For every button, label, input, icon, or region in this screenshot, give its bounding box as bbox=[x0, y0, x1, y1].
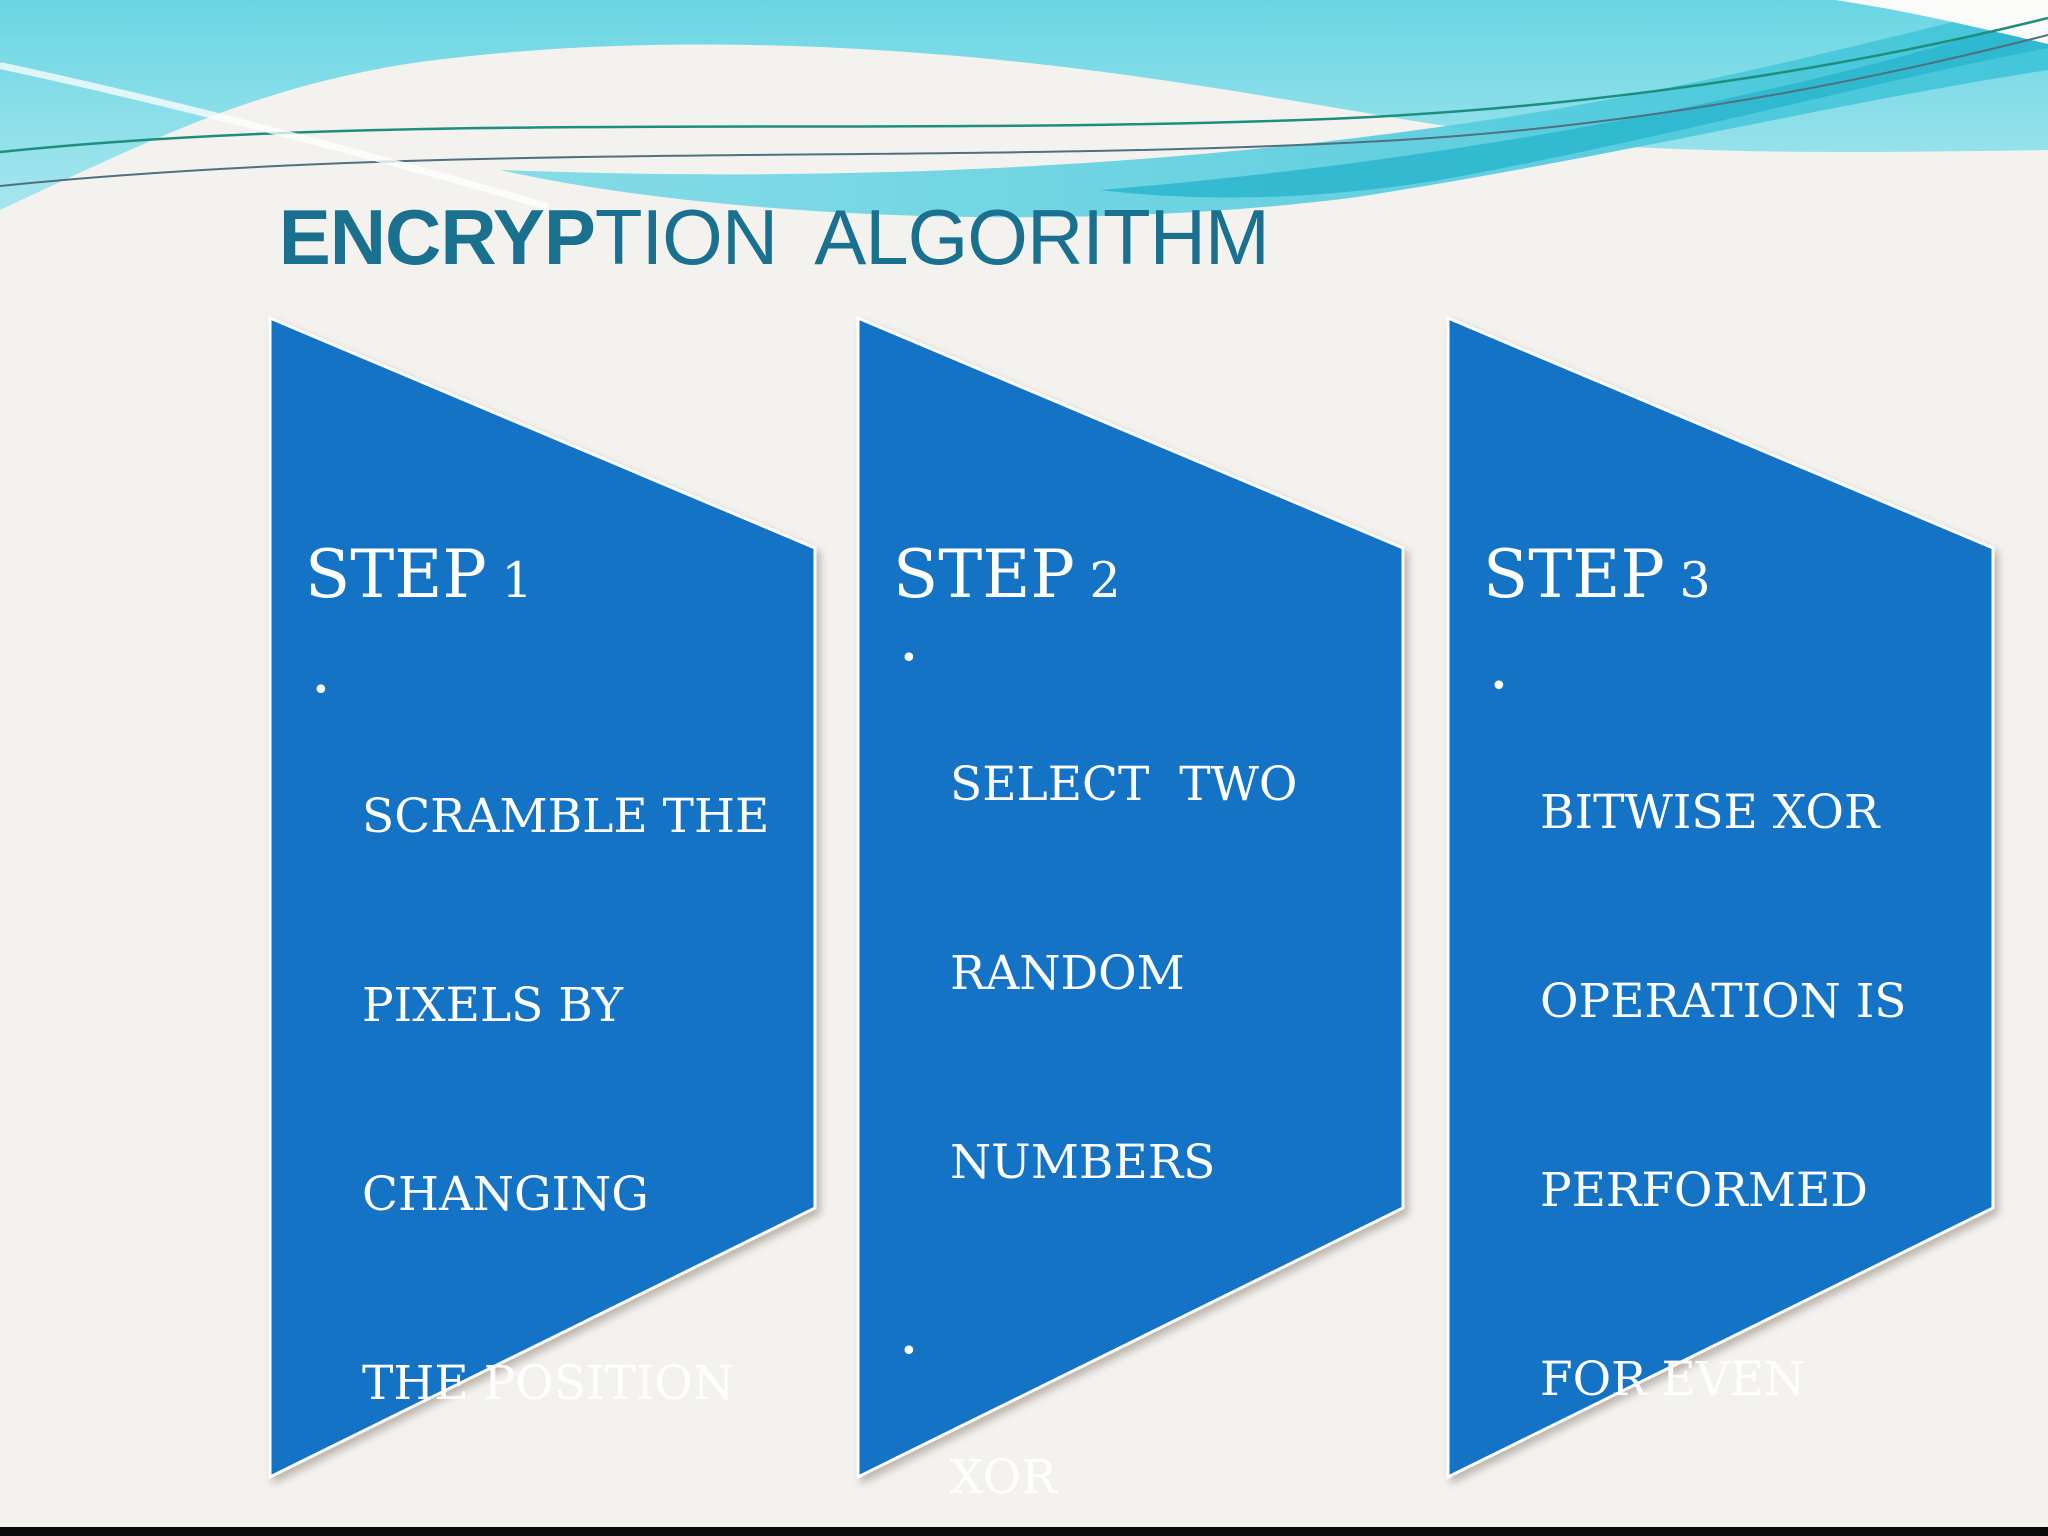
step-3-bullets: • BITWISE XOR OPERATION IS PERFORMED FOR… bbox=[1490, 655, 1995, 1536]
step-1-title-word: STEP bbox=[305, 536, 487, 613]
header-wave-graphic bbox=[0, 0, 2048, 300]
bullet-dot-icon: • bbox=[312, 673, 330, 708]
bullet-text: SCRAMBLE THE PIXELS BY CHANGING THE POSI… bbox=[362, 659, 769, 1536]
accent-line-green bbox=[0, 16, 2048, 154]
bullet-line: XOR bbox=[950, 1450, 1057, 1505]
step-1-bullets: • SCRAMBLE THE PIXELS BY CHANGING THE PO… bbox=[312, 659, 817, 1536]
bullet-item: • BITWISE XOR OPERATION IS PERFORMED FOR… bbox=[1490, 655, 1995, 1536]
step-2-number: 2 bbox=[1089, 552, 1121, 609]
step-1-shape bbox=[268, 315, 817, 1480]
bullet-text: XOR OPERATION PERFORMED ON ODD ROWS AND … bbox=[950, 1320, 1278, 1536]
bullet-line: RANDOM bbox=[950, 946, 1185, 1001]
bullet-text: SELECT TWO RANDOM NUMBERS bbox=[950, 627, 1297, 1320]
slide-title-regular-segment: TION ALGORITHM bbox=[594, 193, 1270, 281]
bullet-line: SELECT TWO bbox=[950, 757, 1298, 812]
bullet-line: PIXELS BY bbox=[362, 978, 624, 1033]
bullet-line: OPERATION IS bbox=[1540, 974, 1907, 1029]
step-1-number: 1 bbox=[501, 552, 533, 609]
bullet-text: BITWISE XOR OPERATION IS PERFORMED FOR E… bbox=[1540, 655, 1907, 1536]
bullet-line: FOR EVEN bbox=[1540, 1352, 1806, 1407]
step-3-number: 3 bbox=[1679, 552, 1711, 609]
step-3-shape bbox=[1446, 315, 1995, 1480]
bullet-item: • SCRAMBLE THE PIXELS BY CHANGING THE PO… bbox=[312, 659, 817, 1536]
bullet-dot-icon: • bbox=[900, 641, 918, 676]
bullet-dot-icon: • bbox=[1490, 669, 1508, 704]
bullet-item: • SELECT TWO RANDOM NUMBERS bbox=[900, 627, 1405, 1320]
bullet-line: PERFORMED bbox=[1540, 1163, 1868, 1218]
bullet-line: THE POSITION bbox=[362, 1356, 735, 1411]
step-2-bullets: • SELECT TWO RANDOM NUMBERS • XOR OPERAT… bbox=[900, 627, 1405, 1536]
slide-title: ENCRYPTION ALGORITHM bbox=[196, 120, 1270, 354]
step-3-title-word: STEP bbox=[1483, 536, 1665, 613]
step-2-shape bbox=[856, 315, 1405, 1480]
bullet-line: BITWISE XOR bbox=[1540, 785, 1880, 840]
bullet-dot-icon: • bbox=[900, 1334, 918, 1369]
accent-line-gray bbox=[0, 34, 2048, 187]
bullet-line: SCRAMBLE THE bbox=[362, 789, 770, 844]
slide-title-bold-segment: ENCRYP bbox=[278, 193, 596, 281]
corner-white-wedge bbox=[1835, 0, 2048, 44]
bullet-line: CHANGING bbox=[362, 1167, 649, 1222]
step-2-title-word: STEP bbox=[893, 536, 1075, 613]
accent-streak-white bbox=[0, 62, 549, 210]
bullet-line: NUMBERS bbox=[950, 1135, 1216, 1190]
bottom-edge-bar bbox=[0, 1527, 2048, 1536]
bullet-item: • XOR OPERATION PERFORMED ON ODD ROWS AN… bbox=[900, 1320, 1405, 1536]
